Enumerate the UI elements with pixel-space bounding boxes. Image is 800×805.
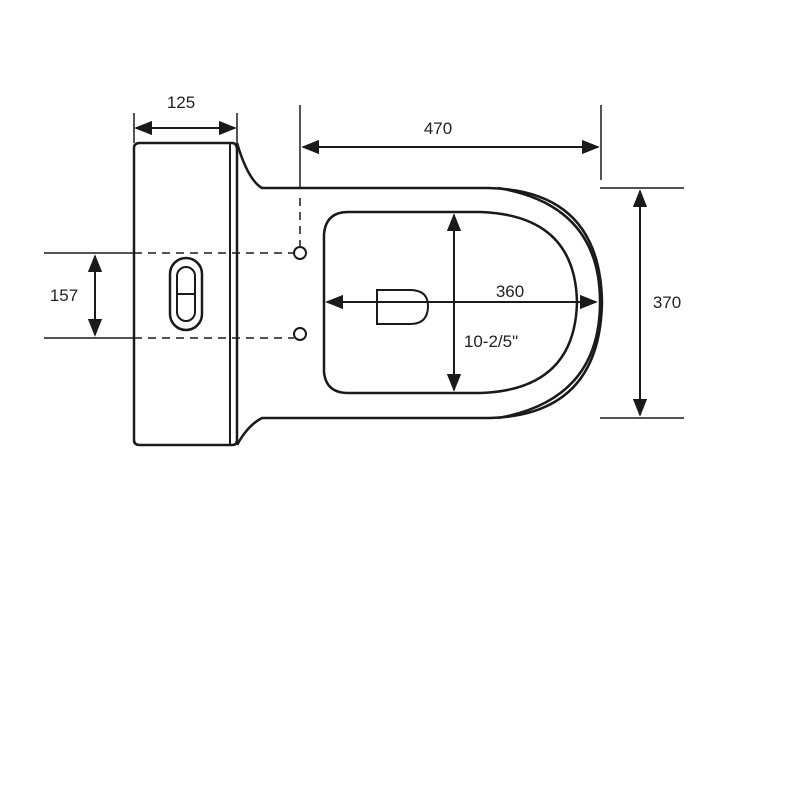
drain-outlet [376, 289, 430, 325]
dimension-arrows [87, 120, 648, 417]
fixing-hole-top [293, 246, 307, 260]
toilet-body-outline [235, 142, 604, 446]
fixing-hole-bottom [293, 327, 307, 341]
cistern-tank [132, 141, 239, 447]
label-overall-length: 470 [424, 119, 452, 138]
extension-lines [44, 105, 684, 419]
label-inlet-spacing: 157 [50, 286, 78, 305]
dimension-labels: 125 470 157 370 360 10-2/5" [50, 93, 681, 351]
bowl-inner-outline [322, 210, 579, 395]
flush-button [168, 256, 204, 332]
label-overall-width: 370 [653, 293, 681, 312]
label-bowl-length: 360 [496, 282, 524, 301]
label-bowl-width: 10-2/5" [464, 332, 518, 351]
fixing-holes [293, 246, 307, 341]
label-tank-depth: 125 [167, 93, 195, 112]
center-lines [134, 198, 301, 339]
